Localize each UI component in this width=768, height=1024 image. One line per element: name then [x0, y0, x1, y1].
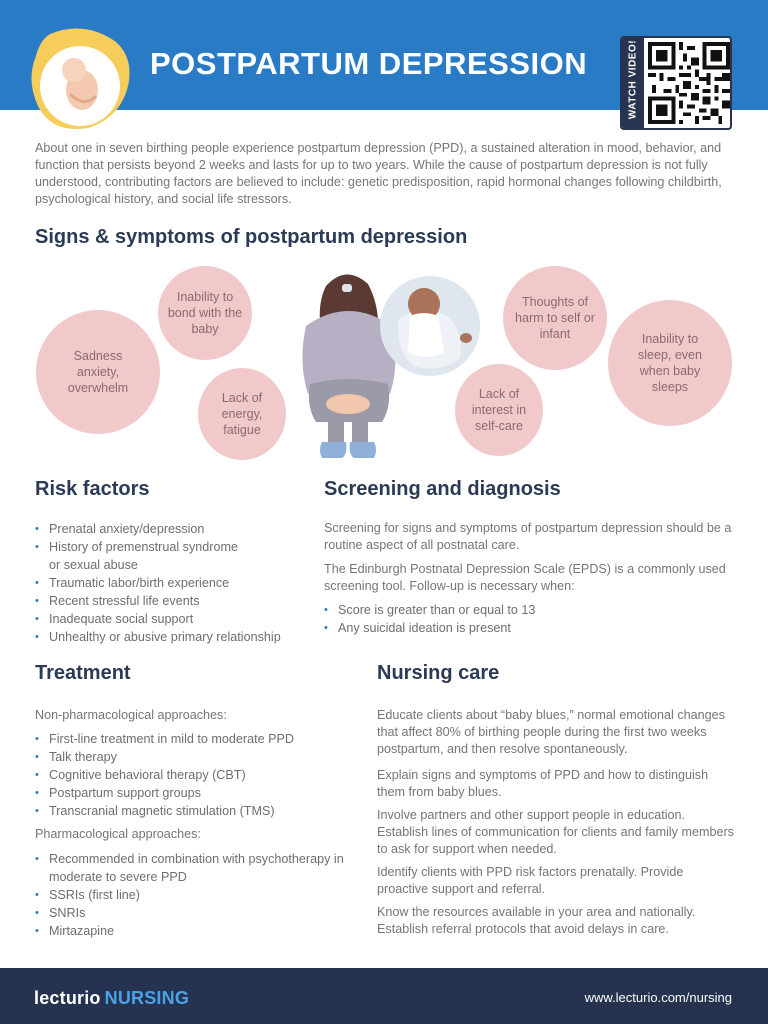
treatment-heading: Treatment: [35, 662, 131, 684]
list-item: Recommended in combination with psychoth…: [35, 850, 355, 886]
symptom-label: Inability to sleep, even when baby sleep…: [638, 332, 702, 394]
pharm-list: Recommended in combination with psychoth…: [35, 850, 355, 940]
nursing-paragraph-2: Explain signs and symptoms of PPD and ho…: [377, 768, 709, 799]
symptom-label: Thoughts of harm to self or infant: [515, 295, 595, 341]
screening-list: Score is greater than or equal to 13 Any…: [324, 601, 724, 637]
list-item: Inadequate social support: [35, 610, 305, 628]
list-item: Mirtazapine: [35, 922, 355, 940]
fetus-logo-icon: [31, 28, 130, 130]
symptom-circle-energy: Lack of energy, fatigue: [198, 368, 286, 460]
list-item: Postpartum support groups: [35, 784, 355, 802]
screening-paragraph-2: The Edinburgh Postnatal Depression Scale…: [324, 562, 726, 593]
nonpharm-label: Non-pharmacological approaches:: [35, 708, 227, 722]
symptom-circle-sadness: Sadness anxiety, overwhelm: [36, 310, 160, 434]
symptom-label: Lack of interest in self-care: [471, 387, 527, 433]
qr-label: WATCH VIDEO!: [627, 39, 639, 120]
qr-label-strip: WATCH VIDEO!: [622, 38, 644, 128]
list-item: SNRIs: [35, 904, 355, 922]
brand-name: lecturio: [34, 988, 101, 1008]
list-item: Traumatic labor/birth experience: [35, 574, 305, 592]
symptom-label: Inability to bond with the baby: [167, 290, 243, 336]
symptom-circle-selfcare: Lack of interest in self-care: [455, 364, 543, 456]
symptom-circle-sleep: Inability to sleep, even when baby sleep…: [608, 300, 732, 426]
nursing-heading: Nursing care: [377, 662, 500, 684]
nursing-paragraph-3: Involve partners and other support peopl…: [377, 808, 734, 856]
screening-heading: Screening and diagnosis: [324, 478, 561, 500]
nursing-paragraph-5: Know the resources available in your are…: [377, 905, 696, 936]
risk-list: Prenatal anxiety/depression History of p…: [35, 520, 305, 646]
footer-url-link[interactable]: www.lecturio.com/nursing: [584, 990, 732, 1005]
sad-woman-illustration: [302, 274, 396, 458]
list-item: Unhealthy or abusive primary relationshi…: [35, 628, 305, 646]
list-item: SSRIs (first line): [35, 886, 355, 904]
list-item: Any suicidal ideation is present: [324, 619, 724, 637]
list-item: Score is greater than or equal to 13: [324, 601, 724, 619]
nursing-paragraph-4: Identify clients with PPD risk factors p…: [377, 865, 684, 896]
qr-code-icon: [648, 42, 730, 124]
nursing-paragraph-1: Educate clients about “baby blues,” norm…: [377, 708, 725, 756]
list-item: Transcranial magnetic stimulation (TMS): [35, 802, 355, 820]
list-item: Prenatal anxiety/depression: [35, 520, 305, 538]
nonpharm-list: First-line treatment in mild to moderate…: [35, 730, 355, 820]
signs-heading: Signs & symptoms of postpartum depressio…: [35, 226, 468, 248]
list-item: Recent stressful life events: [35, 592, 305, 610]
symptom-circle-harm: Thoughts of harm to self or infant: [503, 266, 607, 370]
list-item: First-line treatment in mild to moderate…: [35, 730, 355, 748]
list-item: History of premenstrual syndrome or sexu…: [35, 538, 245, 574]
pharm-label: Pharmacological approaches:: [35, 827, 201, 841]
brand-suffix: NURSING: [104, 988, 190, 1008]
intro-paragraph: About one in seven birthing people exper…: [35, 141, 722, 206]
symptom-label: Lack of energy, fatigue: [221, 391, 263, 437]
page-title: POSTPARTUM DEPRESSION: [150, 46, 588, 81]
symptom-circle-bond: Inability to bond with the baby: [158, 266, 252, 360]
symptom-label: Sadness anxiety, overwhelm: [67, 349, 129, 395]
screening-paragraph-1: Screening for signs and symptoms of post…: [324, 521, 732, 552]
risk-heading: Risk factors: [35, 478, 150, 500]
list-item: Talk therapy: [35, 748, 355, 766]
baby-illustration: [380, 276, 480, 376]
watch-video-qr[interactable]: WATCH VIDEO!: [620, 36, 732, 130]
list-item: Cognitive behavioral therapy (CBT): [35, 766, 355, 784]
